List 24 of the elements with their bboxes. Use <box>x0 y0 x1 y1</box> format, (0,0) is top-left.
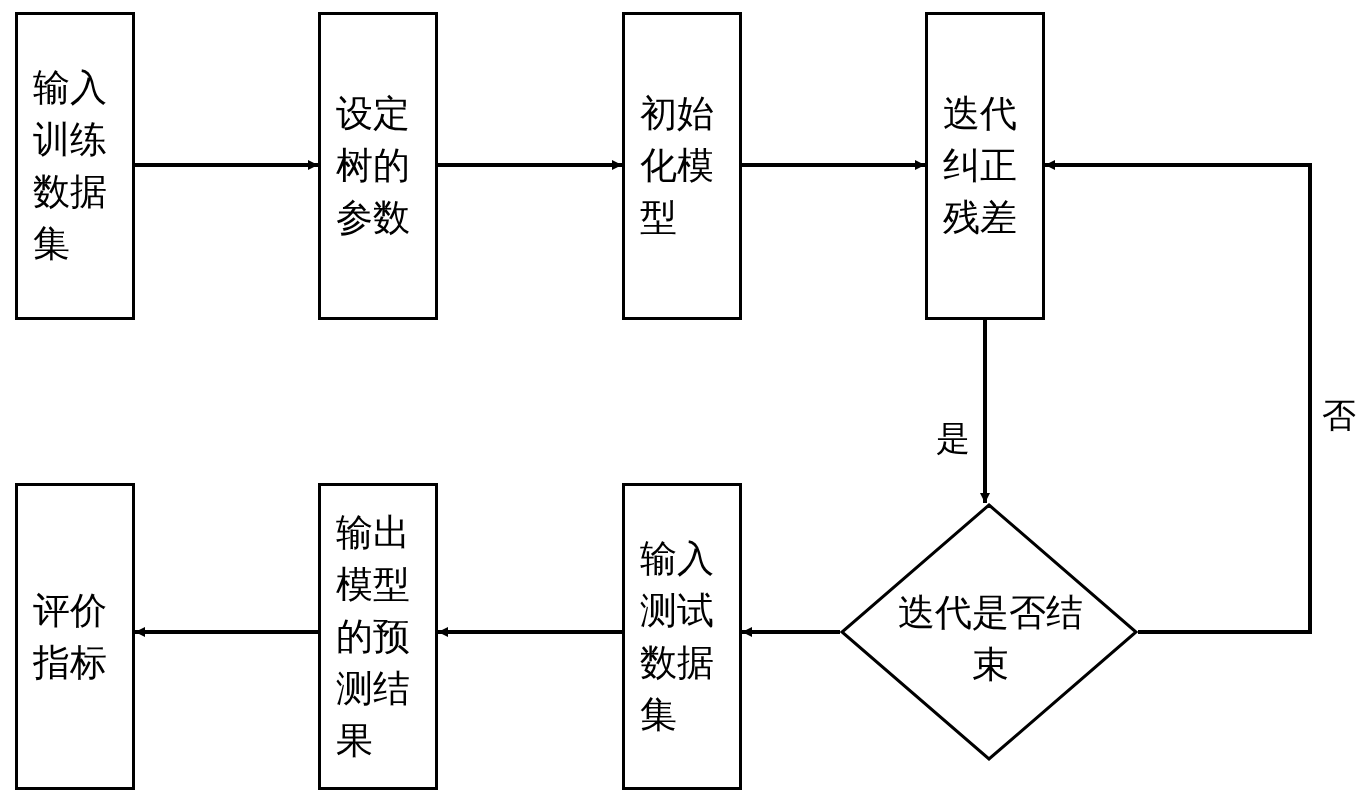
box-text: 输入测试数据集 <box>640 535 715 738</box>
decision-text: 迭代是否结束 <box>896 590 1084 688</box>
arrow <box>135 160 318 170</box>
box-text: 设定树的参数 <box>336 91 411 241</box>
process-box <box>925 12 1045 320</box>
decision-diamond <box>840 503 1138 761</box>
box-text: 初始化模型 <box>640 91 715 241</box>
box-text: 输出模型的预测结果 <box>336 509 411 764</box>
arrow <box>438 160 622 170</box>
process-box <box>318 483 438 790</box>
process-box <box>318 12 438 320</box>
arrow <box>980 320 990 503</box>
box-text: 迭代纠正残差 <box>943 91 1018 241</box>
process-box <box>622 12 742 320</box>
arrow <box>1045 160 1312 634</box>
arrow <box>438 627 622 637</box>
box-text: 评价指标 <box>33 587 108 686</box>
process-box <box>15 483 135 790</box>
process-box <box>622 483 742 790</box>
arrow <box>742 160 925 170</box>
box-text: 输入训练数据集 <box>33 65 108 267</box>
arrow <box>742 627 840 637</box>
process-box <box>15 12 135 320</box>
arrow <box>135 627 318 637</box>
